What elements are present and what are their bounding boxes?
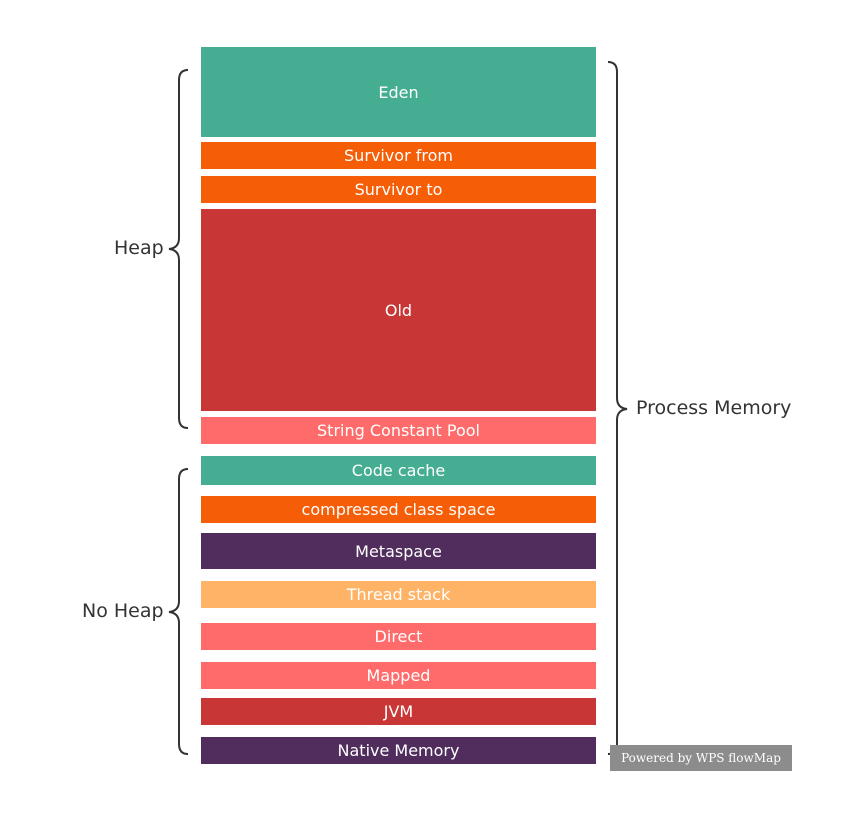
block-jvm: JVM [201,698,596,725]
heap-brace [168,69,189,429]
block-eden: Eden [201,47,596,137]
block-thread-stack: Thread stack [201,581,596,608]
block-metaspace: Metaspace [201,533,596,569]
block-compressed-class-space: compressed class space [201,496,596,523]
no-heap-brace [168,468,189,755]
block-survivor-from: Survivor from [201,142,596,169]
watermark: Powered by WPS flowMap [610,745,792,771]
block-native-memory: Native Memory [201,737,596,764]
block-survivor-to: Survivor to [201,176,596,203]
block-mapped: Mapped [201,662,596,689]
heap-label: Heap [114,237,164,259]
block-code-cache: Code cache [201,456,596,485]
process-memory-brace [607,61,628,755]
process-memory-label: Process Memory [636,397,792,419]
no-heap-label: No Heap [82,600,164,622]
block-string-constant-pool: String Constant Pool [201,417,596,444]
block-old: Old [201,209,596,411]
block-direct: Direct [201,623,596,650]
